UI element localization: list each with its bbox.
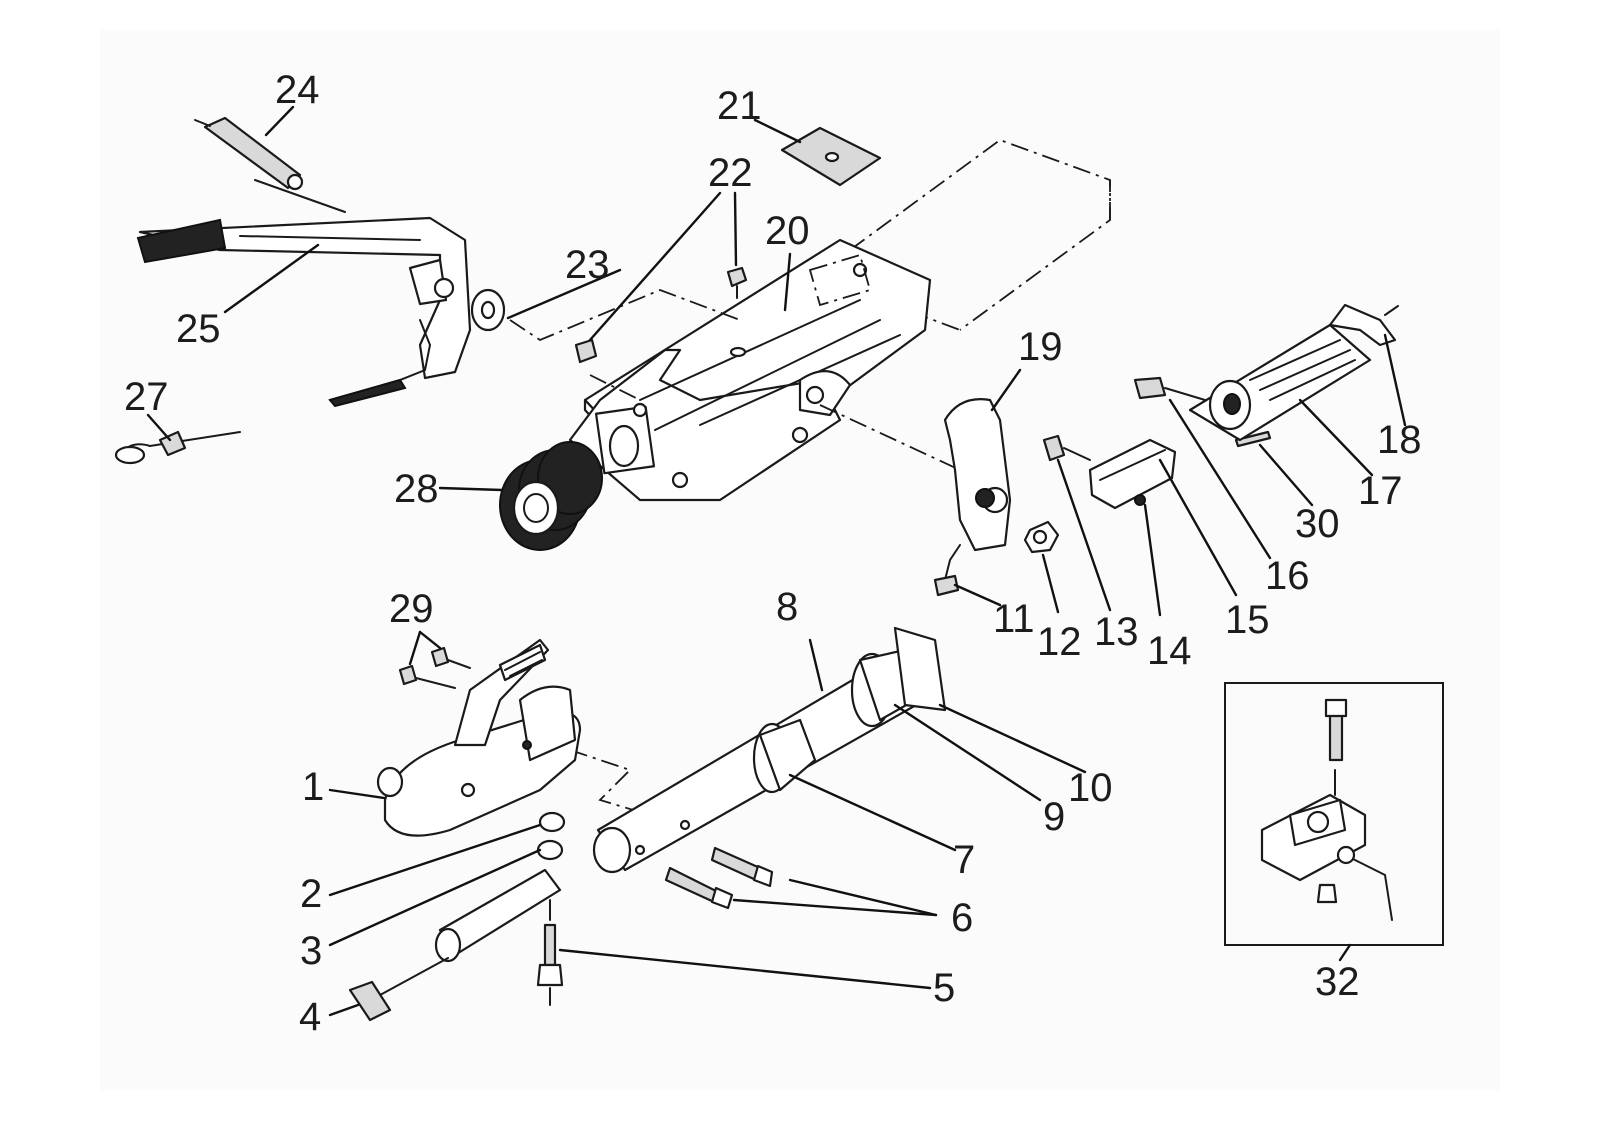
callout-5: 5 (933, 966, 955, 1010)
coupling-head (376, 638, 582, 837)
callout-8: 8 (776, 585, 798, 629)
callout-28: 28 (394, 467, 439, 511)
callout-24: 24 (275, 68, 320, 112)
callout-15: 15 (1225, 598, 1270, 642)
callout-22: 22 (708, 151, 753, 195)
assembly-line-lever (509, 289, 741, 342)
callout-12: 12 (1037, 620, 1082, 664)
callout-6: 6 (951, 896, 973, 940)
jockey-wheel-clamp-inset (1224, 682, 1444, 946)
damper-bracket (1042, 376, 1272, 510)
callout-2: 2 (300, 872, 322, 916)
callout-25: 25 (176, 307, 221, 351)
damper-lower-parts (348, 811, 566, 1022)
bellows (499, 441, 603, 551)
assembly-line-pin (589, 374, 641, 401)
callout-3: 3 (300, 929, 322, 973)
callout-16: 16 (1265, 554, 1310, 598)
cover-plate (780, 126, 882, 187)
reversing-lever (933, 398, 1060, 597)
callout-17: 17 (1358, 469, 1403, 513)
draw-tube (592, 626, 947, 874)
callout-29: 29 (389, 587, 434, 631)
callout-18: 18 (1377, 418, 1422, 462)
callout-1: 1 (302, 765, 324, 809)
callout-20: 20 (765, 209, 810, 253)
callout-19: 19 (1018, 325, 1063, 369)
callout-10: 10 (1068, 766, 1113, 810)
callout-9: 9 (1043, 795, 1065, 839)
callout-14: 14 (1147, 629, 1192, 673)
hex-bolts (664, 846, 774, 910)
callout-32: 32 (1315, 960, 1360, 1004)
overrun-damper (1188, 303, 1399, 442)
hand-brake-lever (136, 116, 472, 408)
callout-11: 11 (993, 597, 1035, 641)
callout-4: 4 (299, 995, 321, 1039)
callout-7: 7 (953, 838, 975, 882)
callout-numbers: 24 21 22 20 23 25 19 27 18 28 17 30 16 8… (124, 68, 1422, 1039)
drawing-background (100, 30, 1500, 1090)
callout-23: 23 (565, 243, 610, 287)
grease-nipple (574, 266, 748, 364)
assembly-line-lock (819, 404, 961, 471)
callout-27: 27 (124, 375, 169, 419)
breakaway-cable (114, 430, 241, 465)
drawbar-housing (568, 138, 1111, 502)
callout-21: 21 (717, 84, 762, 128)
callout-30: 30 (1295, 502, 1340, 546)
callout-13: 13 (1094, 610, 1139, 654)
leader-lines (146, 105, 1407, 1017)
washer (470, 288, 506, 332)
